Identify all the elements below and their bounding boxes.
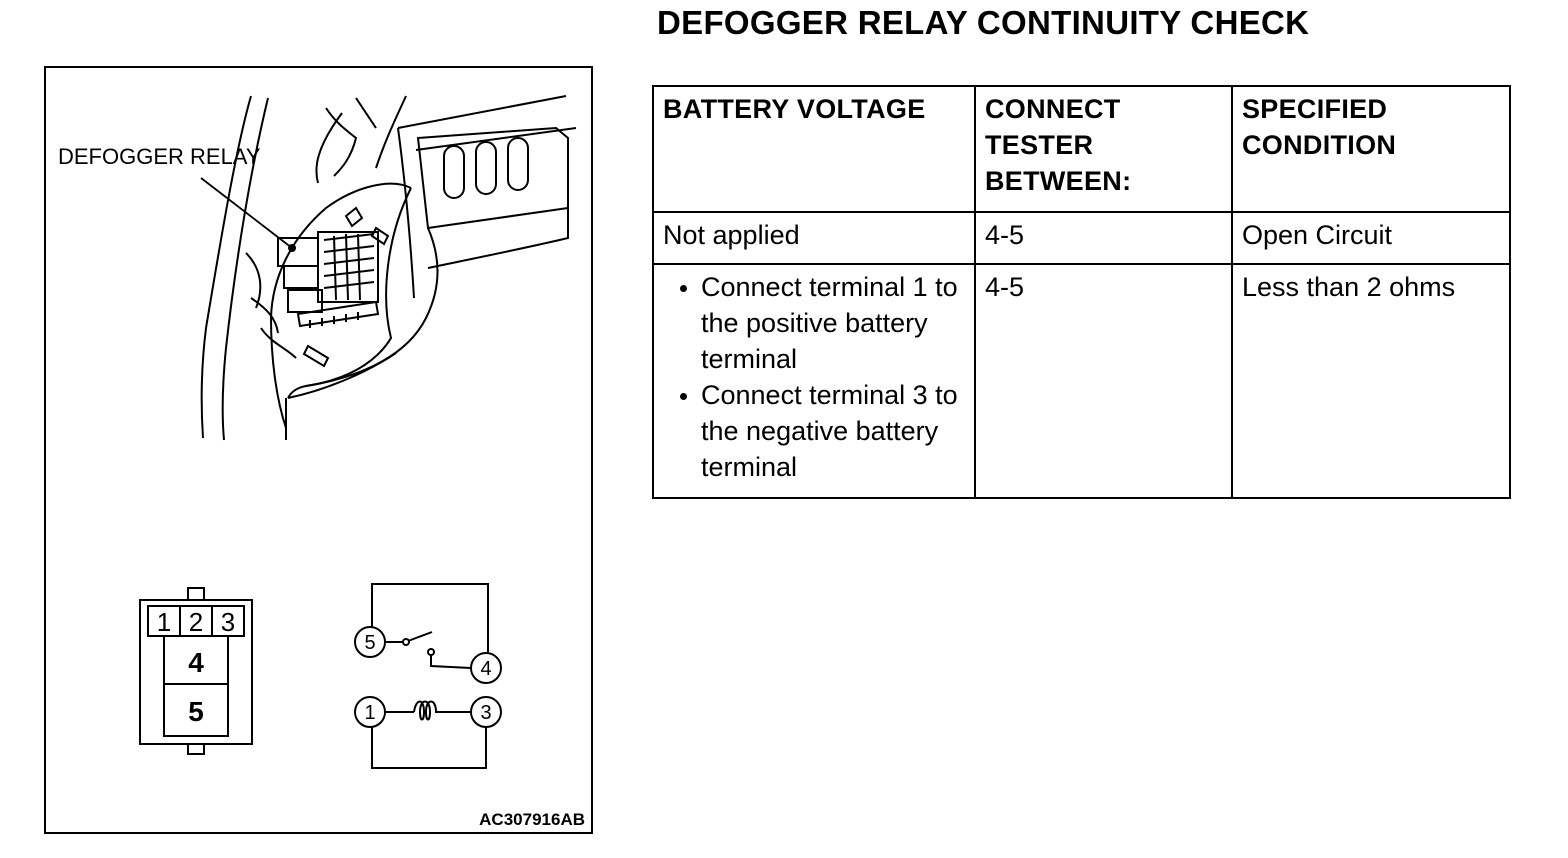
list-item: Connect terminal 1 to the positive batte… <box>701 269 966 377</box>
header-specified-condition: SPECIFIED CONDITION <box>1231 85 1511 213</box>
connector-pin-2: 2 <box>189 607 203 637</box>
continuity-check-table: BATTERY VOLTAGE CONNECT TESTER BETWEEN: … <box>652 85 1511 499</box>
schematic-terminal-1: 1 <box>364 702 375 724</box>
cell-connect-tester: 4-5 <box>974 263 1233 499</box>
schematic-terminal-4: 4 <box>480 658 491 680</box>
header-connect-tester: CONNECT TESTER BETWEEN: <box>974 85 1233 213</box>
cell-connect-tester: 4-5 <box>974 211 1233 265</box>
connector-pin-1: 1 <box>157 607 171 637</box>
relay-location-figure: 1 2 3 4 5 5 4 1 3 DEFOGGER RE <box>44 66 593 834</box>
cell-condition: Open Circuit <box>1231 211 1511 265</box>
table-row: Connect terminal 1 to the positive batte… <box>652 263 1511 499</box>
schematic-terminal-5: 5 <box>364 632 375 654</box>
page-title: DEFOGGER RELAY CONTINUITY CHECK <box>657 4 1310 41</box>
header-battery-voltage: BATTERY VOLTAGE <box>652 85 976 213</box>
dashboard-line-art <box>200 95 577 441</box>
list-item: Connect terminal 3 to the negative batte… <box>701 377 966 485</box>
table-row: Not applied 4-5 Open Circuit <box>652 211 1511 265</box>
cell-condition: Less than 2 ohms <box>1231 263 1511 499</box>
relay-location-illustration: 1 2 3 4 5 5 4 1 3 <box>139 95 577 769</box>
battery-steps-list: Connect terminal 1 to the positive batte… <box>663 269 966 485</box>
table-header-row: BATTERY VOLTAGE CONNECT TESTER BETWEEN: … <box>652 85 1511 213</box>
relay-connector-diagram: 1 2 3 4 5 <box>139 587 253 755</box>
defogger-relay-callout: DEFOGGER RELAY <box>58 144 261 169</box>
cell-battery-voltage: Not applied <box>652 211 976 265</box>
connector-pin-5: 5 <box>188 696 204 727</box>
relay-internal-schematic <box>354 583 502 769</box>
connector-pin-3: 3 <box>221 607 235 637</box>
connector-pin-4: 4 <box>188 647 204 678</box>
schematic-terminal-3: 3 <box>480 702 491 724</box>
figure-code: AC307916AB <box>479 810 585 829</box>
cell-battery-voltage: Connect terminal 1 to the positive batte… <box>652 263 976 499</box>
